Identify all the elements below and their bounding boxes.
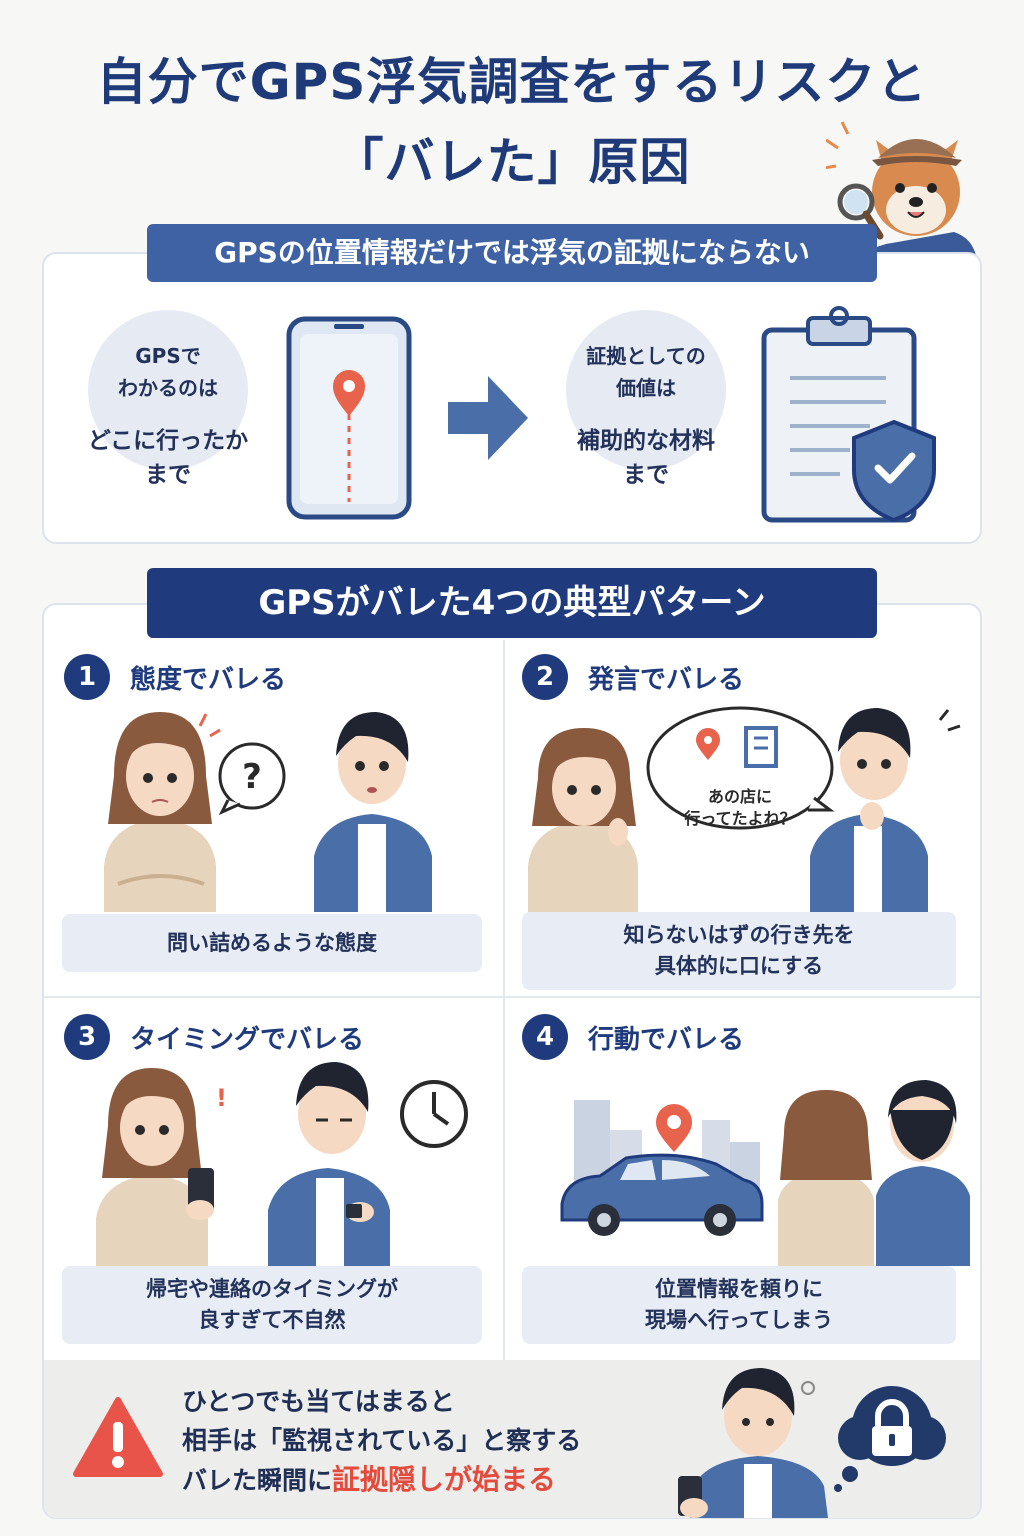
pattern-2-heading: 2 発言でバレる	[522, 654, 744, 700]
warning-highlight: 証拠隠しが始まる	[332, 1463, 557, 1496]
speech-line2: 行ってたよね？	[683, 809, 795, 828]
pattern-title: 態度でバレる	[130, 664, 287, 695]
couple-action-illustration	[560, 1080, 970, 1266]
pattern-number-badge: 3	[64, 1014, 110, 1060]
lock-thought-bubble-icon	[834, 1386, 946, 1492]
pattern-number-badge: 1	[64, 654, 110, 700]
right-bubble-big1: 補助的な材料	[577, 428, 715, 454]
pattern-4-caption: 位置情報を頼りに 現場へ行ってしまう	[522, 1266, 956, 1344]
warning-line2: 相手は「監視されている」と察する	[182, 1426, 582, 1455]
pattern-title: 発言でバレる	[588, 664, 745, 695]
couple-remark-illustration: あの店に 行ってたよね？	[528, 706, 961, 912]
left-bubble-small2: わかるのは	[118, 376, 218, 400]
man-with-phone-illustration	[678, 1368, 828, 1518]
warning-line3: バレた瞬間に証拠隠しが始まる	[182, 1460, 581, 1500]
pattern-3-caption: 帰宅や連絡のタイミングが 良すぎて不自然	[62, 1266, 482, 1344]
section2-banner: GPSがバレた4つの典型パターン	[147, 568, 877, 638]
clipboard-shield-icon	[761, 306, 936, 523]
section1-banner: GPSの位置情報だけでは浮気の証拠にならない	[147, 224, 877, 282]
pattern-title: タイミングでバレる	[130, 1024, 365, 1055]
left-bubble-small1: GPSで	[135, 344, 201, 368]
phone-map-icon	[286, 316, 412, 520]
arrow-right-icon	[448, 376, 528, 460]
warning-text: ひとつでも当てはまると 相手は「監視されている」と察する バレた瞬間に証拠隠しが…	[182, 1382, 581, 1500]
right-bubble-small1: 証拠としての	[586, 344, 706, 368]
pattern-4-heading: 4 行動でバレる	[522, 1014, 744, 1060]
pattern-2-caption: 知らないはずの行き先を 具体的に口にする	[522, 912, 956, 990]
detective-dog-icon	[826, 121, 976, 256]
svg-text:!: !	[216, 1084, 227, 1112]
pattern-3-heading: 3 タイミングでバレる	[64, 1014, 364, 1060]
title-line1: 自分でGPS浮気調査をするリスクと	[96, 53, 928, 111]
caption-line1: 問い詰めるような態度	[167, 930, 377, 955]
pattern-title: 行動でバレる	[588, 1024, 745, 1055]
caption-line1: 帰宅や連絡のタイミングが	[146, 1277, 398, 1301]
caption-line2: 現場へ行ってしまう	[645, 1308, 833, 1332]
left-bubble-text: GPSで わかるのは どこに行ったか まで	[70, 340, 266, 492]
warning-triangle-icon	[73, 1397, 163, 1477]
couple-timing-illustration: !	[96, 1062, 468, 1266]
warning-line3-prefix: バレた瞬間に	[182, 1466, 333, 1495]
left-bubble-big1: どこに行ったか	[87, 428, 249, 454]
caption-line2: 具体的に口にする	[654, 954, 824, 978]
speech-line1: あの店に	[708, 787, 772, 806]
right-speech-bubble	[566, 310, 726, 470]
pattern-1-heading: 1 態度でバレる	[64, 654, 286, 700]
grid-divider-vertical	[503, 640, 505, 1360]
left-bubble-big2: まで	[145, 462, 191, 488]
couple-suspicious-illustration: ?	[104, 712, 432, 912]
left-speech-bubble	[88, 310, 248, 470]
svg-text:?: ?	[242, 757, 262, 797]
page-title: 自分でGPS浮気調査をするリスクと 「バレた」原因	[0, 50, 1024, 194]
warning-line1: ひとつでも当てはまると	[182, 1387, 455, 1416]
pattern-number-badge: 4	[522, 1014, 568, 1060]
caption-line1: 位置情報を頼りに	[655, 1277, 823, 1301]
pattern-1-caption: 問い詰めるような態度	[62, 914, 482, 972]
right-bubble-big2: まで	[623, 462, 669, 488]
title-line2: 「バレた」原因	[333, 133, 691, 191]
pattern-number-badge: 2	[522, 654, 568, 700]
grid-divider-horizontal	[44, 996, 980, 998]
caption-line1: 知らないはずの行き先を	[623, 923, 855, 947]
caption-line2: 良すぎて不自然	[198, 1308, 346, 1332]
right-bubble-text: 証拠としての 価値は 補助的な材料 まで	[548, 340, 744, 492]
right-bubble-small2: 価値は	[616, 376, 676, 400]
